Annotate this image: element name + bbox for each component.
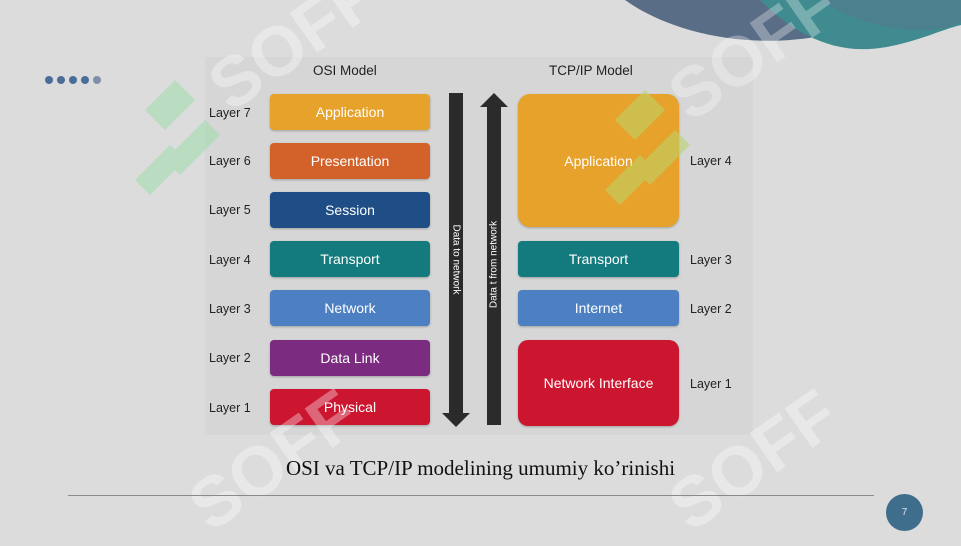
up-arrow bbox=[480, 93, 508, 425]
slide-caption: OSI va TCP/IP modelining umumiy ko’rinis… bbox=[285, 456, 676, 480]
down-arrow bbox=[442, 93, 470, 427]
tcpip-box-transport: Transport bbox=[518, 241, 679, 277]
osi-box-data-link: Data Link bbox=[270, 340, 430, 376]
osi-box-physical: Physical bbox=[270, 389, 430, 425]
tcpip-box-network-interface: Network Interface bbox=[518, 340, 679, 426]
osi-layer-label: Layer 1 bbox=[209, 401, 251, 415]
osi-box-application: Application bbox=[270, 94, 430, 130]
osi-box-presentation: Presentation bbox=[270, 143, 430, 179]
tcpip-layer-label: Layer 3 bbox=[690, 253, 732, 267]
tcpip-layer-label: Layer 1 bbox=[690, 377, 732, 391]
up-arrow-label: Data t from network bbox=[488, 220, 500, 309]
tcpip-box-internet: Internet bbox=[518, 290, 679, 326]
osi-model-title: OSI Model bbox=[313, 63, 377, 78]
down-arrow-label: Data to network bbox=[450, 224, 462, 295]
decorative-dots bbox=[45, 76, 101, 84]
osi-box-transport: Transport bbox=[270, 241, 430, 277]
tcpip-model-title: TCP/IP Model bbox=[549, 63, 633, 78]
page-number-badge: 7 bbox=[886, 494, 923, 531]
osi-tcpip-diagram: OSI Model TCP/IP Model Layer 7 Applicati… bbox=[205, 57, 753, 435]
footer-divider bbox=[68, 495, 874, 496]
osi-box-session: Session bbox=[270, 192, 430, 228]
tcpip-box-application: Application bbox=[518, 94, 679, 227]
tcpip-layer-label: Layer 2 bbox=[690, 302, 732, 316]
osi-layer-label: Layer 3 bbox=[209, 302, 251, 316]
tcpip-layer-label: Layer 4 bbox=[690, 154, 732, 168]
data-flow-arrows bbox=[442, 93, 508, 427]
osi-box-network: Network bbox=[270, 290, 430, 326]
osi-layer-label: Layer 4 bbox=[209, 253, 251, 267]
osi-layer-label: Layer 5 bbox=[209, 203, 251, 217]
osi-layer-label: Layer 2 bbox=[209, 351, 251, 365]
